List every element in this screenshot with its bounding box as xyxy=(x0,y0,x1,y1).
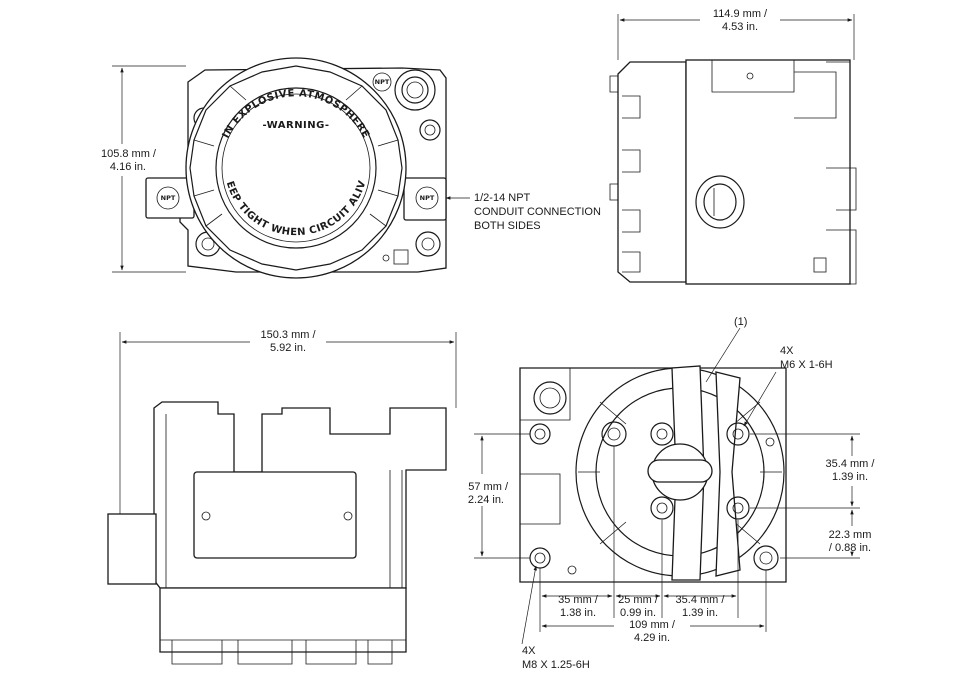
depth-dim-in: 4.53 in. xyxy=(722,21,758,33)
cover-text-warning: -WARNING- xyxy=(262,120,329,131)
dim-22-3-in: / 0.88 in. xyxy=(829,542,871,554)
dim-25-mm: 25 mm / xyxy=(618,594,659,606)
front-view: NPT NPT NPT IN EXPLOSIVE ATMOSPHERE -WAR… xyxy=(0,0,601,279)
conduit-note-line1: 1/2-14 NPT xyxy=(474,192,531,204)
dim-57-in: 2.24 in. xyxy=(468,494,504,506)
height-dim-mm: 105.8 mm / xyxy=(101,148,157,160)
side-view: 114.9 mm / 4.53 in. xyxy=(609,8,857,285)
height-dim-in: 4.16 in. xyxy=(110,161,146,173)
bottom-view: 150.3 mm / 5.92 in. xyxy=(107,329,457,665)
npt-badge-left: NPT xyxy=(161,194,176,202)
m8-note-qty: 4X xyxy=(522,645,536,657)
depth-dim-mm: 114.9 mm / xyxy=(713,8,768,20)
nameplate xyxy=(193,471,357,559)
dim-57-mm: 57 mm / xyxy=(468,481,509,493)
dim-25-in: 0.99 in. xyxy=(620,607,656,619)
dim-35-in: 1.38 in. xyxy=(560,607,596,619)
mounting-view: (1) 4X M6 X 1-6H 4X M8 X 1.25-6H 57 mm /… xyxy=(468,316,875,671)
m6-note-qty: 4X xyxy=(780,345,794,357)
dim-35-4-right-in: 1.39 in. xyxy=(832,471,868,483)
npt-badge-right: NPT xyxy=(420,194,435,202)
m8-note-thread: M8 X 1.25-6H xyxy=(522,659,590,671)
m6-note-thread: M6 X 1-6H xyxy=(780,359,833,371)
width-dim-in: 5.92 in. xyxy=(270,342,306,354)
cover-ring xyxy=(185,57,407,279)
conduit-note-line2: CONDUIT CONNECTION xyxy=(474,206,601,218)
dim-35-4-right-mm: 35.4 mm / xyxy=(826,458,876,470)
dim-109-mm: 109 mm / xyxy=(629,619,676,631)
callout-1: (1) xyxy=(734,316,747,328)
dim-35-mm: 35 mm / xyxy=(558,594,599,606)
npt-badge-top: NPT xyxy=(375,78,390,86)
conduit-note-line3: BOTH SIDES xyxy=(474,220,541,232)
dim-109-in: 4.29 in. xyxy=(634,632,670,644)
width-dim-mm: 150.3 mm / xyxy=(260,329,316,341)
dim-22-3-mm: 22.3 mm xyxy=(829,529,872,541)
dim-35-4-bottom-mm: 35.4 mm / xyxy=(676,594,726,606)
dim-35-4-bottom-in: 1.39 in. xyxy=(682,607,718,619)
